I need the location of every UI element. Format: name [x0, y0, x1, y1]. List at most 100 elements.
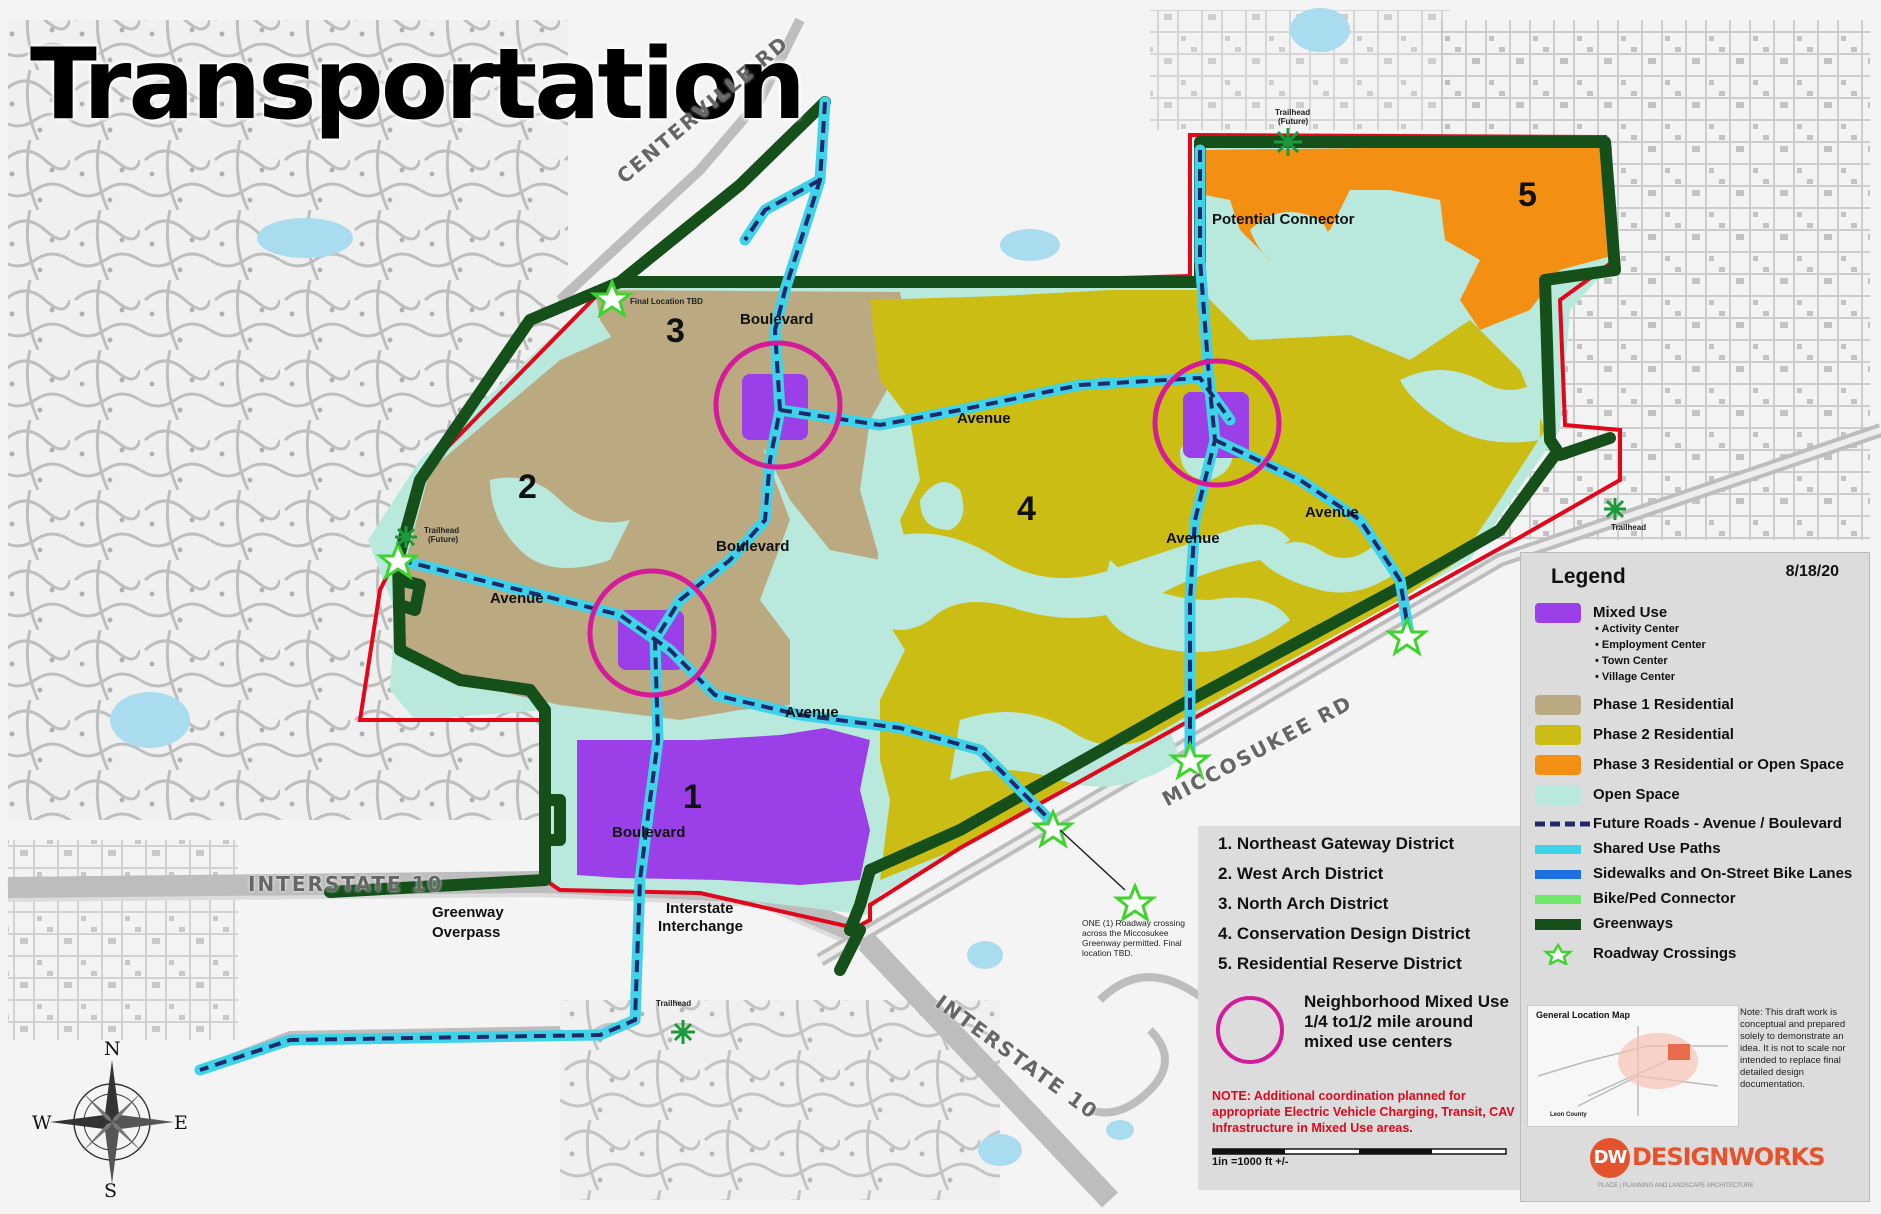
compass-n: N	[104, 1038, 121, 1060]
label-trailhead-future-west-1: Trailhead	[424, 526, 460, 535]
mixed-use-swatch	[1535, 603, 1581, 623]
legend-sub-item: • Activity Center	[1595, 623, 1680, 635]
bike-ped-swatch	[1535, 894, 1581, 904]
general-location-map: General Location Map Leon County	[1527, 1005, 1739, 1127]
compass-rose	[50, 1060, 174, 1184]
general-location-map-graphic	[1537, 1026, 1728, 1116]
legend-open-space: Open Space	[1535, 785, 1680, 805]
crossing-note: ONE (1) Roadway crossing across the Micc…	[1082, 918, 1185, 958]
crossing-star	[589, 278, 635, 319]
shared-paths-swatch	[1535, 844, 1581, 854]
label-greenway-overpass-1: Greenway	[432, 904, 504, 921]
lakes	[110, 8, 1350, 1166]
crossing-star	[1384, 616, 1430, 657]
general-location-map-title: General Location Map	[1536, 1010, 1631, 1020]
coordination-note: NOTE: Additional coordination planned fo…	[1212, 1089, 1515, 1135]
legend-mixed-use: Mixed Use	[1535, 603, 1667, 623]
trailheads	[395, 128, 1626, 1044]
road-label-interstate-west: INTERSTATE 10	[248, 872, 444, 896]
crossing-star	[1167, 740, 1213, 781]
label-trailhead-east: Trailhead	[1611, 523, 1647, 532]
legend-phase3: Phase 3 Residential or Open Space	[1535, 755, 1844, 775]
legend-label: Phase 3 Residential or Open Space	[1593, 755, 1844, 773]
district-item: 1. Northeast Gateway District	[1218, 834, 1455, 853]
district-item: 2. West Arch District	[1218, 864, 1384, 883]
compass-e: E	[174, 1112, 188, 1134]
legend-label: Phase 1 Residential	[1593, 695, 1734, 713]
label-interstate-interchange-2: Interchange	[658, 918, 744, 935]
scale-label: 1in =1000 ft +/-	[1212, 1156, 1289, 1168]
label-final-location: Final Location TBD	[630, 297, 703, 306]
label-greenway-overpass-2: Overpass	[432, 924, 501, 941]
nmu-circle-icon	[1216, 996, 1284, 1064]
roadway-crossings	[375, 278, 1430, 923]
legend-sub-item: • Employment Center	[1595, 639, 1706, 651]
logo-subtitle: PLACE | PLANNING AND LANDSCAPE ARCHITECT…	[1598, 1183, 1754, 1189]
district-item: 3. North Arch District	[1218, 894, 1389, 913]
legend-shared-paths: Shared Use Paths	[1535, 840, 1721, 857]
crossing-leader-line	[1059, 829, 1126, 891]
greenways-swatch	[1535, 918, 1581, 930]
district-number-5: 5	[1518, 176, 1537, 214]
label-interstate-interchange-1: Interstate	[666, 900, 734, 917]
label-trailhead-future-north-1: Trailhead	[1275, 108, 1311, 117]
legend-sidewalks: Sidewalks and On-Street Bike Lanes	[1535, 865, 1852, 882]
general-location-county: Leon County	[1550, 1112, 1587, 1118]
trailhead-north-icon	[1274, 128, 1302, 156]
label-trailhead-future-north-2: (Future)	[1278, 117, 1309, 126]
future-roads-swatch	[1535, 821, 1593, 827]
legend-label: Phase 2 Residential	[1593, 725, 1734, 743]
legend-phase1: Phase 1 Residential	[1535, 695, 1734, 715]
compass-w: W	[32, 1112, 52, 1134]
label-potential-connector: Potential Connector	[1212, 211, 1355, 228]
crossing-star	[375, 540, 421, 581]
legend-label: Greenways	[1593, 915, 1674, 932]
label-boulevard-north: Boulevard	[740, 311, 814, 328]
phase3-district-5	[1205, 145, 1615, 330]
label-boulevard-mid: Boulevard	[716, 538, 790, 555]
open-space-swatch	[1535, 785, 1581, 805]
open-space-finger-2	[490, 477, 630, 568]
star-icon	[1542, 942, 1574, 967]
legend-greenways: Greenways	[1535, 915, 1673, 932]
legend-sub-item: • Village Center	[1595, 671, 1676, 683]
label-avenue-mid: Avenue	[1166, 530, 1220, 547]
legend-label: Sidewalks and On-Street Bike Lanes	[1593, 865, 1853, 882]
legend-label: Future Roads - Avenue / Boulevard	[1593, 815, 1842, 832]
legend-bike-ped: Bike/Ped Connector	[1535, 890, 1736, 907]
mixed-use-district-1	[577, 728, 870, 885]
compass-s: S	[104, 1180, 118, 1202]
open-space-5	[1250, 212, 1328, 266]
legend-title: Legend	[1551, 565, 1626, 588]
legend-sub-item: • Town Center	[1595, 655, 1668, 667]
scale-bar	[1212, 1148, 1507, 1155]
legend-panel: Legend 8/18/20 Mixed Use • Activity Cent…	[1520, 552, 1870, 1202]
district-list-panel: 1. Northeast Gateway District 2. West Ar…	[1198, 826, 1520, 1190]
trailhead-south-icon	[671, 1020, 695, 1044]
south-neighborhoods	[560, 1000, 1000, 1200]
legend-label: Shared Use Paths	[1593, 840, 1721, 857]
sidewalks-swatch	[1535, 869, 1581, 879]
district-number-4: 4	[1017, 490, 1036, 528]
crossing-star	[1112, 882, 1158, 923]
label-avenue-north: Avenue	[957, 410, 1011, 427]
label-boulevard-south: Boulevard	[612, 824, 686, 841]
legend-label: Roadway Crossings	[1593, 944, 1737, 962]
legend-label: Mixed Use	[1593, 603, 1668, 621]
label-avenue-east: Avenue	[1305, 504, 1359, 521]
district-number-1: 1	[683, 778, 702, 816]
district-item: 5. Residential Reserve District	[1218, 954, 1462, 973]
label-avenue-west: Avenue	[490, 590, 544, 607]
trailhead-east-icon	[1604, 498, 1626, 520]
phase2-swatch	[1535, 725, 1581, 745]
label-trailhead-future-west-2: (Future)	[428, 535, 459, 544]
map-date: 8/18/20	[1785, 563, 1839, 580]
legend-crossings: Roadway Crossings	[1535, 942, 1737, 967]
disclaimer-note: Note: This draft work is conceptual and …	[1740, 1007, 1846, 1090]
nmu-label: Neighborhood Mixed Use 1/4 to1/2 mile ar…	[1304, 992, 1509, 1051]
label-trailhead-south: Trailhead	[656, 999, 692, 1008]
crossing-star	[1030, 808, 1076, 849]
logo-text: DESIGNWORKS	[1632, 1143, 1826, 1171]
trailhead-west-icon	[395, 526, 417, 548]
